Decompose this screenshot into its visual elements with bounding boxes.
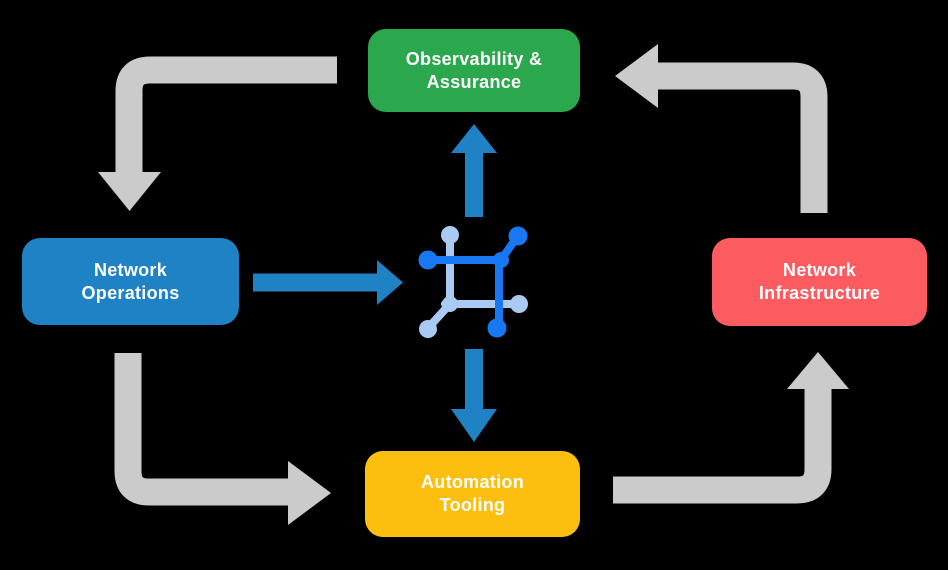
icon-light-strokes	[419, 226, 528, 338]
arrow-platform-to-automation	[451, 349, 497, 442]
node-label: Observability & Assurance	[405, 48, 543, 92]
arrow-shaft	[115, 56, 337, 173]
node-label: Automation Tooling	[421, 472, 524, 515]
node-network-operations: Network Operations	[22, 238, 239, 325]
node-observability-assurance: Observability & Assurance	[368, 29, 580, 112]
arrow-head-right	[288, 461, 331, 525]
icon-node-bottom-left	[419, 320, 437, 338]
arrow-head-up	[787, 352, 849, 389]
icon-node-left	[418, 250, 438, 270]
arrow-shaft	[114, 353, 288, 506]
icon-node-bottom	[487, 318, 507, 338]
icon-node-top-right	[508, 226, 528, 246]
arrow-observability-to-operations	[98, 56, 337, 211]
arrow-shaft	[658, 62, 828, 213]
arrow-head-down	[98, 172, 161, 211]
arrow-head-up	[451, 124, 497, 153]
node-automation-tooling: Automation Tooling	[365, 451, 580, 537]
arrow-automation-to-infrastructure	[613, 352, 849, 504]
icon-junction-bottom-left	[442, 296, 458, 312]
arrow-head-right	[377, 260, 403, 305]
node-label: Network Infrastructure	[758, 260, 881, 303]
icon-node-right	[510, 295, 528, 313]
arrow-operations-to-automation	[114, 353, 331, 525]
arrow-head-left	[615, 44, 658, 108]
icon-junction-top-right	[493, 252, 509, 268]
arrow-head-down	[451, 409, 497, 442]
arrow-infrastructure-to-observability	[615, 44, 828, 213]
node-label: Network Operations	[81, 259, 180, 303]
icon-dark-strokes	[418, 226, 528, 338]
node-network-infrastructure: Network Infrastructure	[712, 238, 927, 326]
arrow-shaft	[613, 389, 832, 504]
arrow-platform-to-observability	[451, 124, 497, 217]
network-automation-platform-icon	[418, 226, 528, 338]
icon-node-top-left	[441, 226, 459, 244]
arrow-operations-to-platform	[253, 260, 403, 305]
